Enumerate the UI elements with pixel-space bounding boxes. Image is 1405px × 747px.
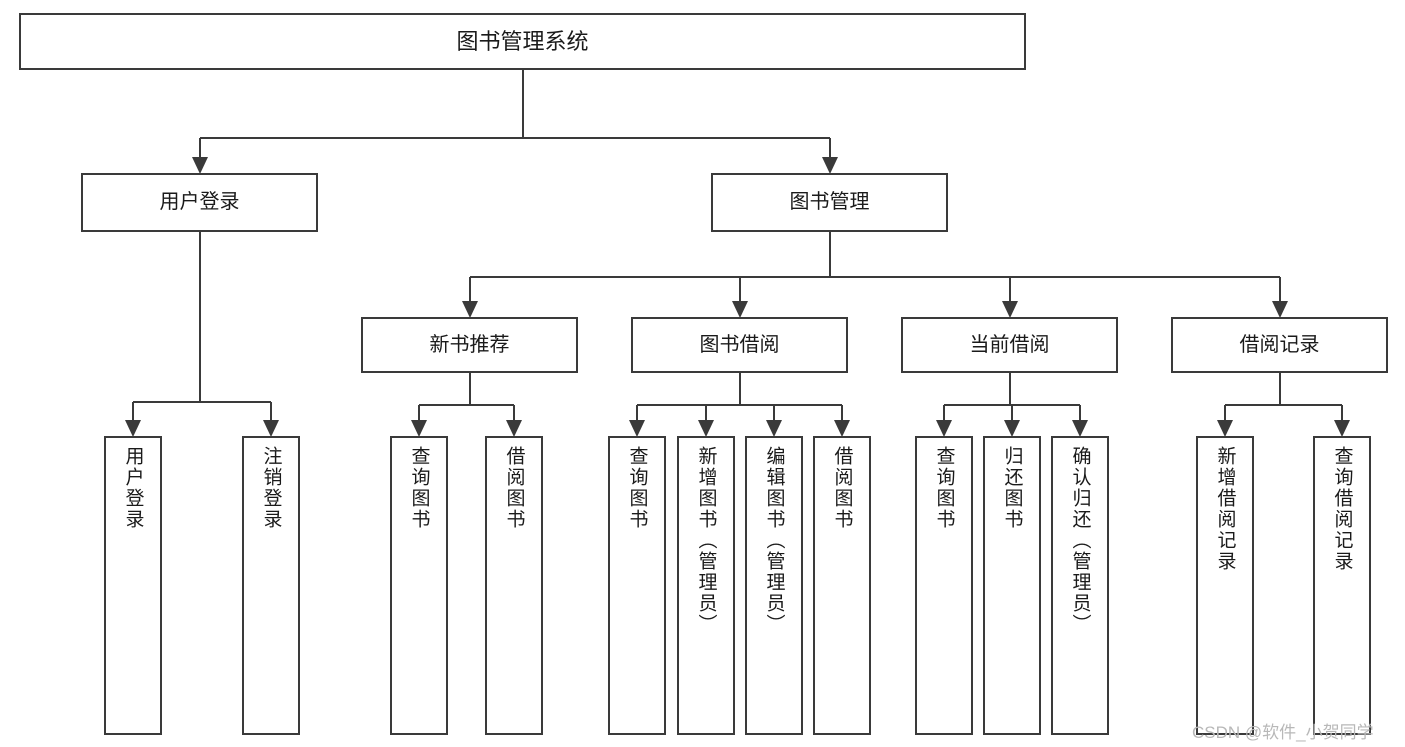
connector-stem	[1008, 373, 1011, 405]
connector-bus	[1225, 404, 1342, 406]
connector-drop	[828, 138, 831, 159]
arrow-head-icon	[125, 420, 141, 437]
arrow-head-icon	[936, 420, 952, 437]
node-leaf[interactable]: 归还图书	[983, 436, 1041, 735]
node-label: 用户登录	[122, 446, 144, 530]
node-label: 归还图书	[1001, 446, 1023, 530]
connector-stem	[738, 373, 741, 405]
arrow-head-icon	[411, 420, 427, 437]
node-leaf[interactable]: 编辑图书（管理员）	[745, 436, 803, 735]
node-label: 查询图书	[408, 446, 430, 530]
node-book-borrowing[interactable]: 图书借阅	[631, 317, 848, 373]
node-label: 查询图书	[626, 446, 648, 530]
connector-drop	[1224, 405, 1226, 422]
node-label: 借阅图书	[831, 446, 853, 530]
connector-drop	[468, 277, 471, 303]
node-label: 新书推荐	[429, 333, 510, 356]
arrow-head-icon	[1334, 420, 1350, 437]
arrow-head-icon	[506, 420, 522, 437]
node-label: 当前借阅	[969, 333, 1050, 356]
arrow-head-icon	[698, 420, 714, 437]
connector-stem	[828, 232, 831, 277]
arrow-head-icon	[191, 157, 208, 174]
node-label: 查询图书	[933, 446, 955, 530]
node-label: 确认归还（管理员）	[1069, 446, 1091, 635]
node-new-book-recommendation[interactable]: 新书推荐	[361, 317, 578, 373]
node-leaf[interactable]: 查询图书	[390, 436, 448, 735]
arrow-head-icon	[766, 420, 782, 437]
node-leaf[interactable]: 用户登录	[104, 436, 162, 735]
node-leaf[interactable]: 注销登录	[242, 436, 300, 735]
connector-drop	[738, 277, 741, 303]
node-label: 注销登录	[260, 446, 282, 530]
connector-drop	[132, 402, 134, 422]
arrow-head-icon	[629, 420, 645, 437]
node-leaf[interactable]: 借阅图书	[485, 436, 543, 735]
node-label: 图书借阅	[699, 333, 780, 356]
node-leaf[interactable]: 新增借阅记录	[1196, 436, 1254, 735]
connector-drop	[270, 402, 272, 422]
node-leaf[interactable]: 确认归还（管理员）	[1051, 436, 1109, 735]
connector-drop	[1008, 277, 1011, 303]
arrow-head-icon	[834, 420, 850, 437]
node-borrowing-records[interactable]: 借阅记录	[1171, 317, 1388, 373]
arrow-head-icon	[1001, 301, 1018, 318]
connector-drop	[198, 138, 201, 159]
node-label: 新增借阅记录	[1214, 446, 1236, 572]
node-label: 新增图书（管理员）	[695, 446, 717, 635]
node-label: 图书管理系统	[456, 28, 589, 54]
arrow-head-icon	[731, 301, 748, 318]
arrow-head-icon	[1072, 420, 1088, 437]
connector-drop	[1278, 277, 1281, 303]
node-current-borrowing[interactable]: 当前借阅	[901, 317, 1118, 373]
node-label: 图书管理	[789, 191, 870, 213]
arrow-head-icon	[263, 420, 279, 437]
connector-drop	[705, 405, 707, 422]
connector-drop	[1341, 405, 1343, 422]
node-label: 借阅图书	[503, 446, 525, 530]
connector-bus	[637, 404, 842, 406]
arrow-head-icon	[821, 157, 838, 174]
connector-bus	[133, 401, 271, 403]
node-root-book-management-system[interactable]: 图书管理系统	[19, 13, 1026, 70]
connector-drop	[636, 405, 638, 422]
connector-bus	[419, 404, 514, 406]
connector-stem	[198, 232, 201, 402]
node-label: 用户登录	[159, 191, 240, 213]
node-leaf[interactable]: 查询图书	[608, 436, 666, 735]
node-leaf[interactable]: 借阅图书	[813, 436, 871, 735]
connector-drop	[943, 405, 945, 422]
arrow-head-icon	[1271, 301, 1288, 318]
node-leaf[interactable]: 查询借阅记录	[1313, 436, 1371, 735]
node-label: 编辑图书（管理员）	[763, 446, 785, 635]
node-label: 借阅记录	[1239, 333, 1320, 356]
connector-stem	[521, 70, 524, 138]
connector-drop	[513, 405, 515, 422]
connector-stem	[468, 373, 471, 405]
node-leaf[interactable]: 查询图书	[915, 436, 973, 735]
node-user-login[interactable]: 用户登录	[81, 173, 318, 232]
arrow-head-icon	[1004, 420, 1020, 437]
connector-bus	[469, 276, 1280, 278]
connector-drop	[841, 405, 843, 422]
connector-bus	[199, 137, 830, 139]
connector-drop	[418, 405, 420, 422]
node-leaf[interactable]: 新增图书（管理员）	[677, 436, 735, 735]
connector-drop	[773, 405, 775, 422]
connector-drop	[1079, 405, 1081, 422]
node-book-management[interactable]: 图书管理	[711, 173, 948, 232]
connector-drop	[1011, 405, 1013, 422]
node-label: 查询借阅记录	[1331, 446, 1353, 572]
arrow-head-icon	[1217, 420, 1233, 437]
arrow-head-icon	[461, 301, 478, 318]
connector-stem	[1278, 373, 1281, 405]
